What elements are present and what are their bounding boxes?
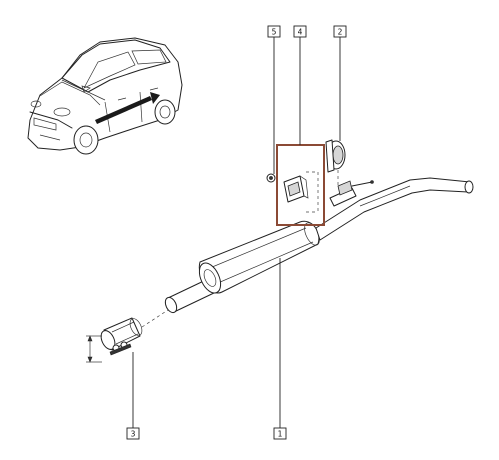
callout-5: 5: [267, 25, 281, 38]
callout-4: 4: [293, 25, 307, 38]
car-illustration: [27, 37, 183, 155]
callout-2: 2: [333, 25, 347, 38]
mounting-bracket: [283, 171, 319, 213]
leader-lines: [132, 36, 341, 428]
pipe-clamp: [86, 309, 169, 363]
rubber-hanger: [325, 139, 346, 188]
callout-4-label: 4: [298, 28, 303, 37]
exhaust-pipe-assembly: [164, 177, 474, 314]
highlight-frame: [276, 144, 325, 226]
callout-1-label: 1: [278, 430, 283, 439]
callout-5-label: 5: [272, 28, 277, 37]
callout-3-label: 3: [131, 430, 136, 439]
nut: [266, 173, 276, 183]
callout-3: 3: [126, 427, 140, 440]
callout-1: 1: [273, 427, 287, 440]
callout-2-label: 2: [338, 28, 343, 37]
